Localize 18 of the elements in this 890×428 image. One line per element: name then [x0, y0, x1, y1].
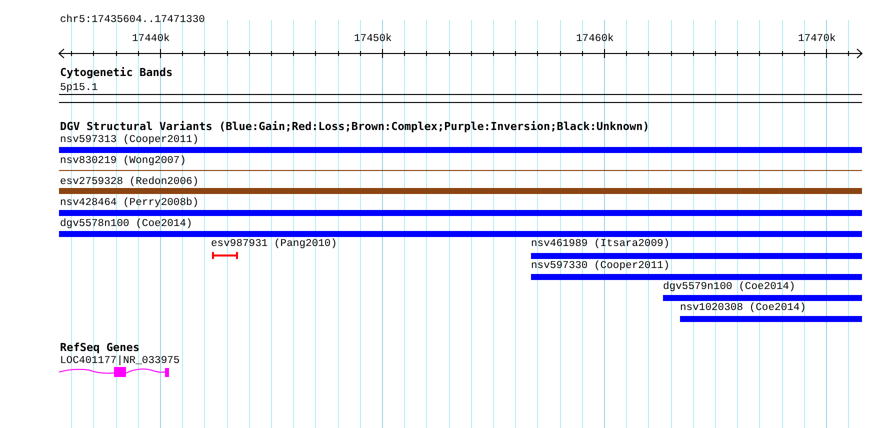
track-title: DGV Structural Variants (Blue:Gain;Red:Loss;Brown:Complex;Purple:Inversion;Black:Unknown): [60, 121, 650, 133]
variant-label: dgv5579n100 (Coe2014): [663, 281, 796, 293]
variant-label: esv987931 (Pang2010): [211, 238, 338, 250]
coordinate-label: chr5:17435604..17471330: [60, 14, 205, 26]
gene-label: LOC401177|NR_033975: [60, 355, 180, 367]
tick-label: 17450k: [354, 33, 392, 45]
tick-label: 17470k: [798, 33, 836, 45]
variant-label: nsv428464 (Perry2008b): [60, 197, 199, 209]
band-label: 5p15.1: [60, 82, 98, 94]
tick-label: 17440k: [132, 33, 170, 45]
variant-label: nsv1020308 (Coe2014): [680, 302, 806, 314]
tick-label: 17460k: [576, 33, 614, 45]
variant-label: nsv461989 (Itsara2009): [531, 238, 670, 250]
variant-label: esv2759328 (Redon2006): [60, 176, 199, 188]
variant-label: nsv597313 (Cooper2011): [60, 134, 199, 146]
variant-label: dgv5578n100 (Coe2014): [60, 218, 192, 230]
variant-label: nsv597330 (Cooper2011): [531, 260, 670, 272]
variant-label: nsv830219 (Wong2007): [60, 155, 186, 167]
